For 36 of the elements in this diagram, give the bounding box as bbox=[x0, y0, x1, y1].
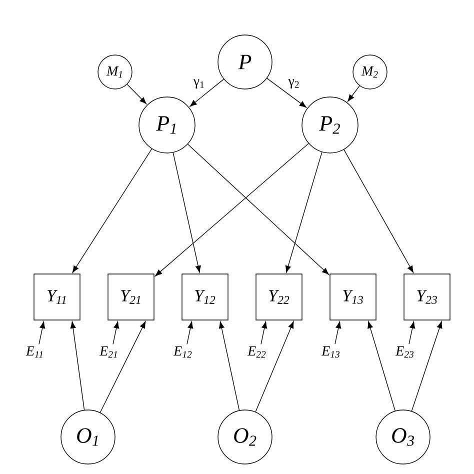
arrow bbox=[100, 321, 146, 413]
arrow bbox=[187, 144, 329, 275]
variable-box: Y$_{22}$ bbox=[256, 274, 302, 320]
arrow bbox=[260, 321, 268, 345]
arrow bbox=[348, 86, 360, 102]
arrow bbox=[172, 152, 201, 273]
variable-box: Y$_{12}$ bbox=[182, 274, 228, 320]
arrow bbox=[285, 152, 322, 273]
arrow bbox=[344, 149, 414, 273]
error-label: E$_{23}$ bbox=[395, 346, 414, 358]
error-label: E$_{22}$ bbox=[247, 346, 266, 358]
edge-label: γ$_{1}$ bbox=[192, 78, 206, 90]
arrow bbox=[218, 321, 240, 411]
arrow bbox=[126, 84, 146, 104]
arrow bbox=[266, 78, 306, 108]
error-label: E$_{12}$ bbox=[173, 346, 192, 358]
arrow bbox=[72, 148, 152, 273]
arrow bbox=[255, 321, 294, 412]
variable-box: Y$_{13}$ bbox=[330, 274, 376, 320]
variable-box: Y$_{21}$ bbox=[108, 274, 154, 320]
arrow bbox=[408, 321, 416, 344]
arrow bbox=[334, 321, 342, 344]
edge-label: γ$_{2}$ bbox=[287, 78, 301, 90]
error-label: E$_{13}$ bbox=[321, 346, 340, 358]
arrow bbox=[190, 78, 224, 107]
arrow bbox=[186, 321, 194, 345]
error-label: E$_{21}$ bbox=[99, 346, 117, 358]
arrow bbox=[38, 321, 46, 345]
arrow bbox=[155, 143, 309, 276]
variable-box: Y$_{23}$ bbox=[404, 274, 450, 320]
arrow bbox=[368, 321, 396, 412]
arrow bbox=[70, 321, 85, 410]
error-label: E$_{11}$ bbox=[26, 346, 42, 358]
arrow bbox=[411, 321, 442, 412]
arrow bbox=[112, 321, 120, 345]
variable-box: Y$_{11}$ bbox=[34, 274, 80, 320]
